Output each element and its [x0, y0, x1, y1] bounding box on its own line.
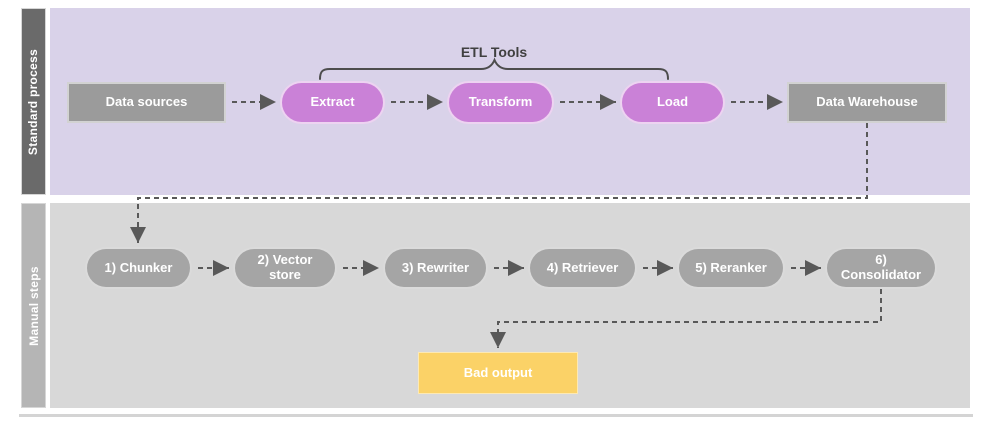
arrow-consolidator-to-bad-output [490, 289, 882, 348]
node-retriever: 4) Retriever [528, 247, 637, 289]
arrow-data-warehouse-to-chunker [130, 123, 868, 243]
node-consolidator: 6) Consolidator [825, 247, 937, 289]
etl-tools-label: ETL Tools [460, 44, 528, 60]
node-reranker: 5) Reranker [677, 247, 785, 289]
lane-label-standard-process: Standard process [21, 8, 46, 195]
node-transform: Transform [447, 81, 554, 124]
node-rewriter: 3) Rewriter [383, 247, 488, 289]
node-load: Load [620, 81, 725, 124]
node-data-warehouse: Data Warehouse [787, 82, 947, 123]
node-extract: Extract [280, 81, 385, 124]
etl-tools-bracket [319, 57, 669, 80]
lane-label-manual-steps: Manual steps [21, 203, 46, 408]
node-chunker: 1) Chunker [85, 247, 192, 289]
node-data-sources: Data sources [67, 82, 226, 123]
node-vector-store: 2) Vector store [233, 247, 337, 289]
node-bad-output: Bad output [418, 352, 578, 394]
bottom-divider-line [19, 414, 973, 417]
